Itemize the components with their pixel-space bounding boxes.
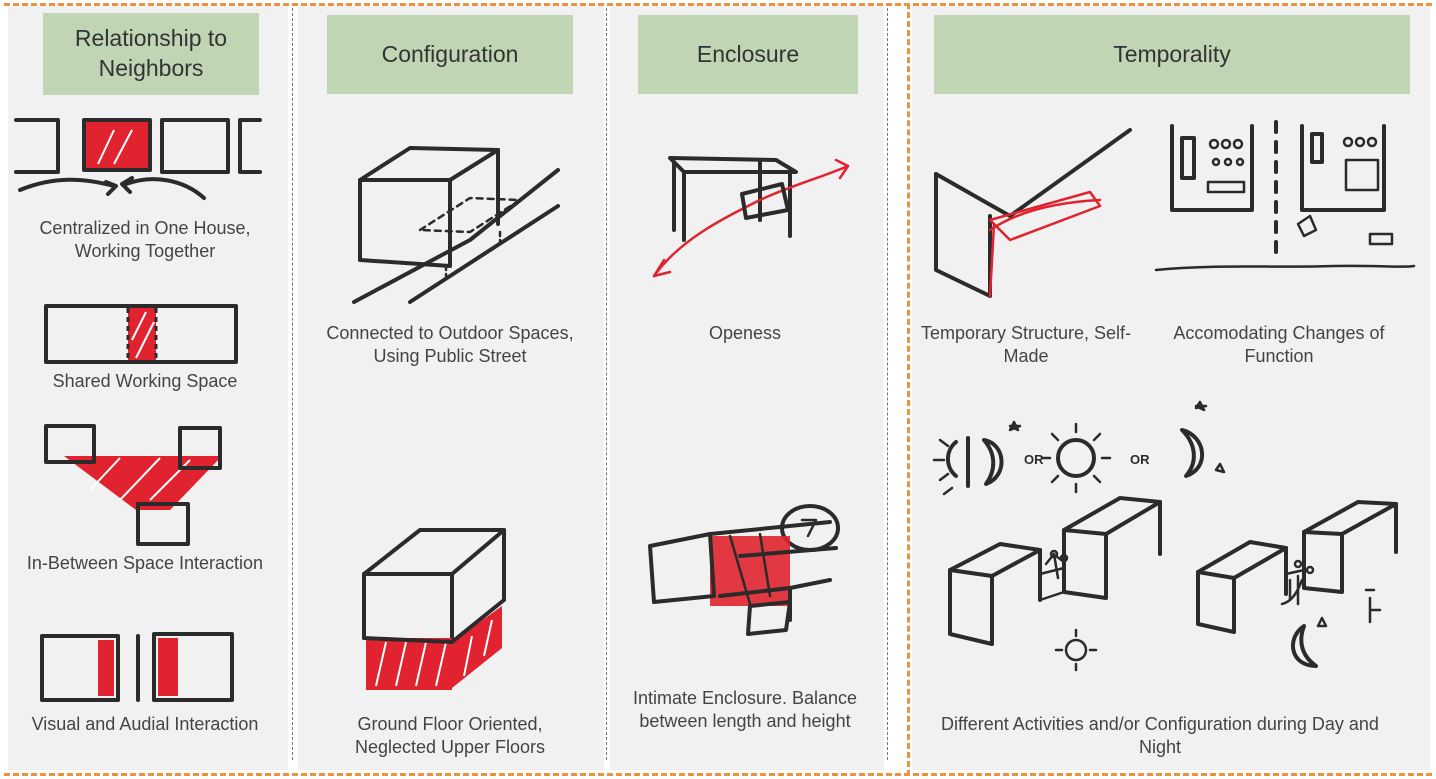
header-configuration: Configuration [327, 15, 573, 94]
caption-conf-2: Ground Floor Oriented, Neglected Upper F… [354, 714, 546, 758]
or-label-2: OR [1130, 452, 1150, 467]
caption-temp-2: Accomodating Changes of Function [1173, 323, 1385, 367]
column-divider-3 [887, 8, 888, 760]
top-dashed-border [4, 3, 1432, 6]
sketch-openess [652, 156, 850, 278]
caption-rel-2: Shared Working Space [52, 371, 238, 391]
caption-conf-1: Connected to Outdoor Spaces, Using Publi… [326, 323, 574, 367]
sketch-day-night: OR OR [932, 400, 1398, 672]
or-label-1: OR [1024, 452, 1044, 467]
orange-section-divider [907, 3, 910, 776]
caption-enc-2: Intimate Enclosure. Balance between leng… [632, 688, 858, 732]
sketch-centralized-house [14, 118, 262, 200]
sketch-changes-of-function [1154, 120, 1416, 272]
caption-enc-1: Openess [708, 323, 782, 343]
header-enclosure: Enclosure [638, 15, 858, 94]
caption-rel-3: In-Between Space Interaction [26, 553, 264, 573]
sketch-temporary-structure [934, 128, 1132, 298]
sketch-in-between-space [44, 424, 222, 546]
bottom-dashed-border [4, 773, 1432, 776]
caption-rel-4: Visual and Audial Interaction [31, 714, 259, 734]
header-temporality: Temporality [934, 15, 1410, 94]
caption-temp-3: Different Activities and/or Configuratio… [941, 714, 1379, 758]
sketch-ground-floor [362, 528, 506, 690]
caption-rel-1: Centralized in One House, Working Togeth… [39, 218, 251, 262]
column-divider-1 [292, 8, 293, 760]
header-relationship: Relationship to Neighbors [43, 13, 259, 95]
column-divider-2 [606, 8, 607, 760]
caption-temp-1: Temporary Structure, Self-Made [920, 323, 1132, 367]
sketch-intimate-enclosure [648, 504, 840, 636]
sketch-visual-audial [40, 632, 234, 702]
sketch-shared-working-space [44, 304, 238, 364]
sketch-connected-outdoor [352, 146, 560, 304]
column-enclosure-bg [610, 6, 884, 770]
